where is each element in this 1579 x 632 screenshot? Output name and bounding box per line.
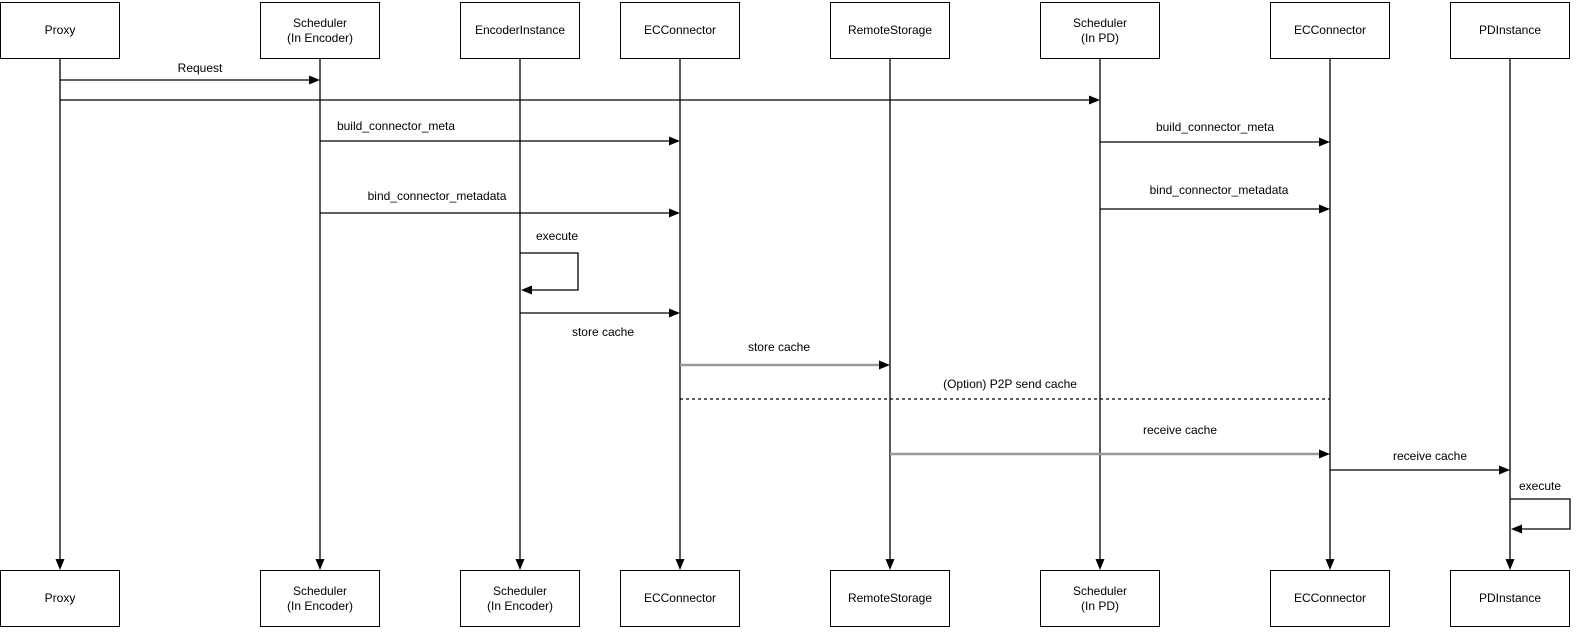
message-arrow-icon-receive-cache-ec bbox=[1319, 449, 1330, 459]
message-label-request: Request bbox=[175, 61, 225, 75]
message-arrow-icon-proxy-to-scheduler-pd bbox=[1089, 95, 1100, 105]
message-arrow-icon-bind-connector-metadata-encoder bbox=[669, 208, 680, 218]
message-label-receive-cache-ec: receive cache bbox=[1140, 423, 1220, 437]
actor-box-bottom-scheduler-in-pd: Scheduler (In PD) bbox=[1040, 570, 1160, 627]
self-loop-arrow-icon-execute-pd bbox=[1511, 524, 1522, 534]
self-loop-label-execute-encoder: execute bbox=[533, 229, 581, 243]
actor-box-bottom-encoder-instance: Scheduler (In Encoder) bbox=[460, 570, 580, 627]
message-arrow-icon-store-cache-remote bbox=[879, 360, 890, 370]
message-arrow-icon-receive-cache-pd bbox=[1499, 465, 1510, 475]
self-loop-line-execute-encoder bbox=[520, 252, 579, 291]
lifeline-end-arrow-icon-remote-storage bbox=[885, 559, 895, 570]
message-label-bind-connector-metadata-pd: bind_connector_metadata bbox=[1147, 183, 1291, 197]
lifeline-end-arrow-icon-ec-connector-pd bbox=[1325, 559, 1335, 570]
message-label-receive-cache-pd: receive cache bbox=[1390, 449, 1470, 463]
actor-box-bottom-remote-storage: RemoteStorage bbox=[830, 570, 950, 627]
lifeline-end-arrow-icon-ec-connector-encoder bbox=[675, 559, 685, 570]
message-label-store-cache-remote: store cache bbox=[745, 340, 813, 354]
actor-box-bottom-proxy: Proxy bbox=[0, 570, 120, 627]
lifeline-end-arrow-icon-pd-instance bbox=[1505, 559, 1515, 570]
actor-box-top-ec-connector-pd: ECConnector bbox=[1270, 2, 1390, 59]
message-arrow-icon-bind-connector-metadata-pd bbox=[1319, 204, 1330, 214]
actor-box-bottom-ec-connector-pd: ECConnector bbox=[1270, 570, 1390, 627]
actor-box-top-encoder-instance: EncoderInstance bbox=[460, 2, 580, 59]
message-arrow-icon-build-connector-meta-encoder bbox=[669, 136, 680, 146]
actor-box-top-scheduler-in-pd: Scheduler (In PD) bbox=[1040, 2, 1160, 59]
actor-box-top-proxy: Proxy bbox=[0, 2, 120, 59]
message-label-build-connector-meta-pd: build_connector_meta bbox=[1153, 120, 1277, 134]
message-arrow-icon-encoder-store-cache bbox=[669, 308, 680, 318]
message-label-encoder-store-cache: store cache bbox=[569, 325, 637, 339]
self-loop-label-execute-pd: execute bbox=[1516, 479, 1564, 493]
actor-box-top-pd-instance: PDInstance bbox=[1450, 2, 1570, 59]
actor-box-bottom-scheduler-in-encoder: Scheduler (In Encoder) bbox=[260, 570, 380, 627]
lifeline-end-arrow-icon-encoder-instance bbox=[515, 559, 525, 570]
lifeline-end-arrow-icon-scheduler-in-pd bbox=[1095, 559, 1105, 570]
message-arrow-icon-request bbox=[309, 75, 320, 85]
actor-box-bottom-pd-instance: PDInstance bbox=[1450, 570, 1570, 627]
actor-box-top-ec-connector-encoder: ECConnector bbox=[620, 2, 740, 59]
actor-box-top-scheduler-in-encoder: Scheduler (In Encoder) bbox=[260, 2, 380, 59]
message-label-bind-connector-metadata-encoder: bind_connector_metadata bbox=[365, 189, 509, 203]
message-arrow-icon-build-connector-meta-pd bbox=[1319, 137, 1330, 147]
message-label-p2p-send-cache: (Option) P2P send cache bbox=[941, 377, 1079, 391]
lifeline-end-arrow-icon-scheduler-in-encoder bbox=[315, 559, 325, 570]
lifeline-end-arrow-icon-proxy bbox=[55, 559, 65, 570]
self-loop-line-execute-pd bbox=[1510, 498, 1571, 530]
actor-box-top-remote-storage: RemoteStorage bbox=[830, 2, 950, 59]
message-label-build-connector-meta-encoder: build_connector_meta bbox=[334, 119, 458, 133]
actor-box-bottom-ec-connector-encoder: ECConnector bbox=[620, 570, 740, 627]
self-loop-arrow-icon-execute-encoder bbox=[521, 285, 532, 295]
